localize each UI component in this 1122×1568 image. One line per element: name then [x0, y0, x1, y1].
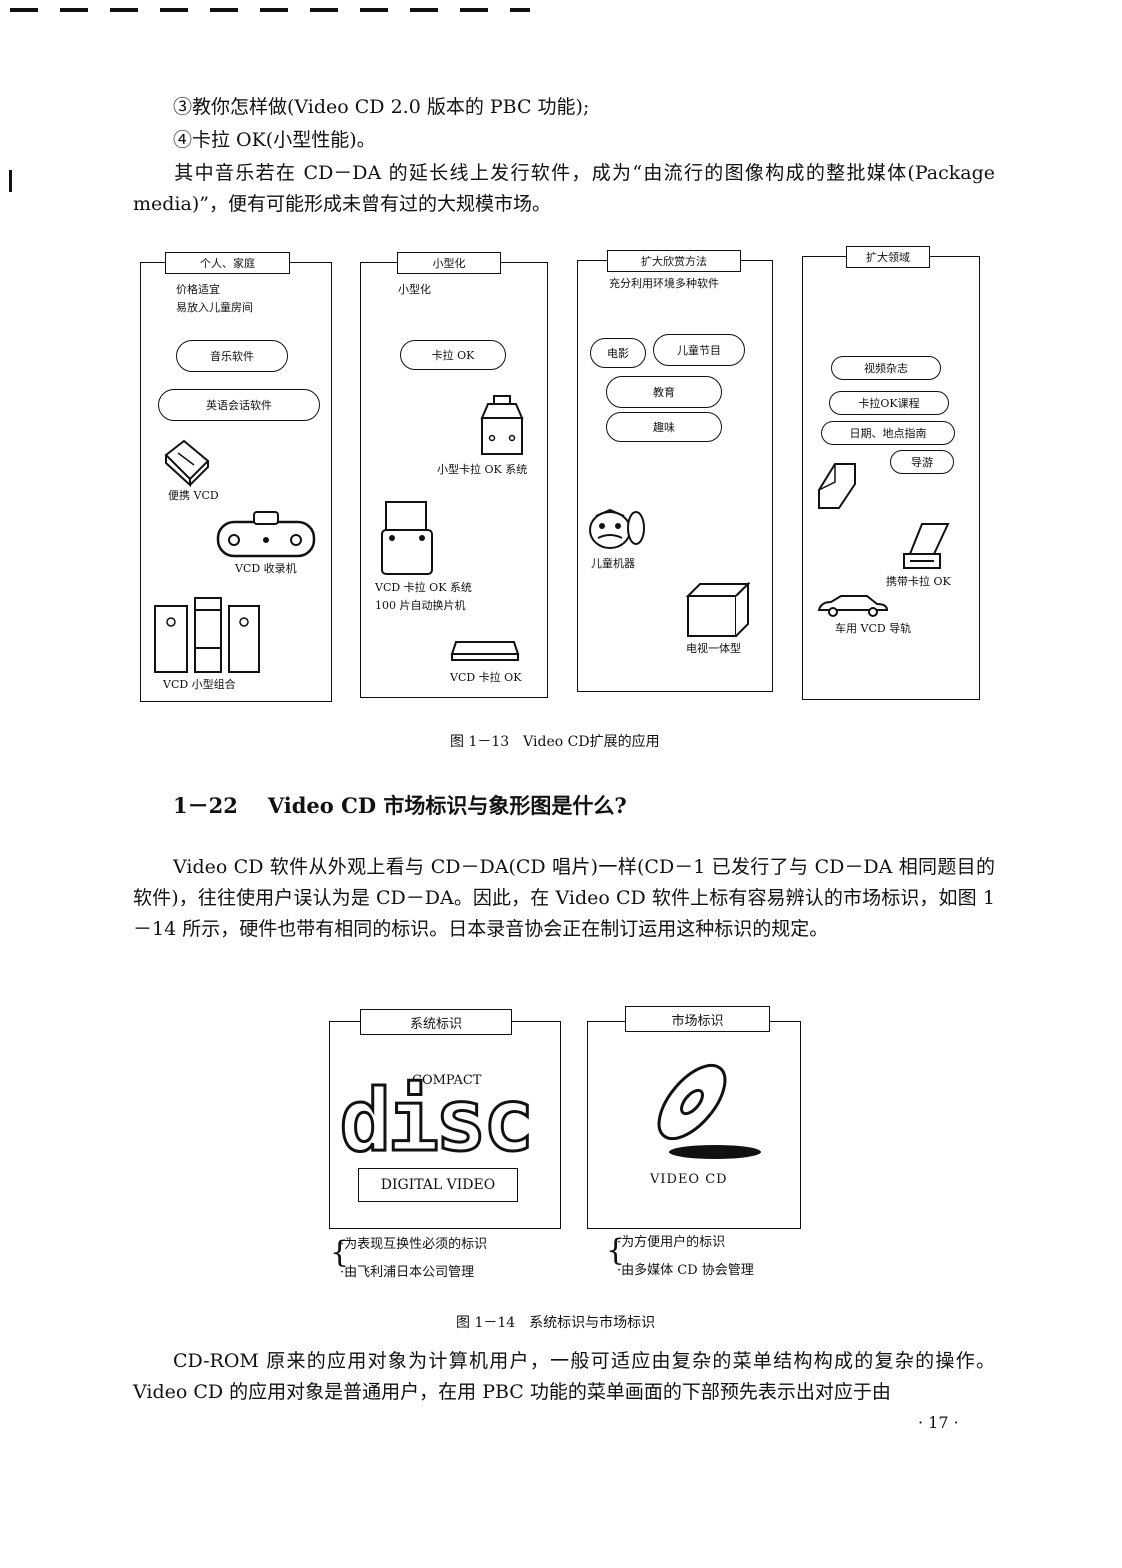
panel-tag: 扩大领域 — [846, 246, 930, 268]
item-label: VCD 卡拉 OK — [450, 671, 522, 684]
panel-tag: 扩大欣赏方法 — [607, 250, 741, 272]
paragraph-2: Video CD 软件从外观上看与 CD－DA(CD 唱片)一样(CD－1 已发… — [133, 852, 995, 945]
pill-music-software: 音乐软件 — [176, 340, 288, 372]
system-mark-tag: 系统标识 — [360, 1009, 512, 1035]
item-label: 小型卡拉 OK 系统 — [437, 463, 528, 476]
right-note: ·为方便用户的标识 — [617, 1235, 726, 1250]
section-heading: 1－22 Video CD 市场标识与象形图是什么? — [173, 790, 627, 820]
pill-karaoke-course: 卡拉OK课程 — [829, 391, 949, 415]
left-note: ·由飞利浦日本公司管理 — [340, 1265, 475, 1280]
mini-karaoke-icon — [480, 395, 524, 455]
section-title: Video CD 市场标识与象形图是什么? — [267, 793, 627, 818]
panel-line: 充分利用环境多种软件 — [609, 277, 719, 290]
item-label: 电视一体型 — [686, 642, 741, 655]
disc-logo-text: disc — [338, 1071, 536, 1171]
paragraph-2-text: Video CD 软件从外观上看与 CD－DA(CD 唱片)一样(CD－1 已发… — [133, 856, 995, 940]
item-label: 100 片自动换片机 — [375, 599, 466, 612]
list-item-3: ③教你怎样做(Video CD 2.0 版本的 PBC 功能); — [173, 96, 590, 118]
panel-tag: 个人、家庭 — [165, 252, 290, 274]
margin-mark — [9, 170, 12, 192]
pill-education: 教育 — [606, 376, 722, 408]
panel-line: 小型化 — [398, 283, 431, 296]
item-label: 携带卡拉 OK — [886, 575, 951, 588]
left-notes-brace: { — [330, 1235, 350, 1270]
panel-tag: 小型化 — [397, 252, 501, 274]
header-rule — [10, 8, 530, 12]
vcd-mini-component-icon — [154, 597, 260, 673]
market-mark-tag: 市场标识 — [625, 1006, 770, 1032]
pill-karaoke: 卡拉 OK — [400, 340, 506, 370]
pill-date-place-guide: 日期、地点指南 — [821, 421, 955, 445]
digital-video-label: DIGITAL VIDEO — [380, 1177, 496, 1193]
vcd-karaoke-system-icon — [381, 501, 433, 575]
panel-line: 易放入儿童房间 — [176, 301, 253, 314]
right-notes-brace: { — [606, 1233, 626, 1268]
video-cd-label: VIDEO CD — [650, 1172, 728, 1187]
video-cd-logo-icon — [657, 1063, 761, 1159]
paragraph-3-text: CD-ROM 原来的应用对象为计算机用户，一般可适应由复杂的菜单结构构成的复杂的… — [133, 1350, 995, 1403]
digital-video-box: DIGITAL VIDEO — [358, 1168, 518, 1202]
figure-14-caption: 图 1－14 系统标识与市场标识 — [456, 1315, 656, 1331]
paragraph-1: 其中音乐若在 CD－DA 的延长线上发行软件，成为“由流行的图像构成的整批媒体(… — [133, 158, 995, 220]
right-note: ·由多媒体 CD 协会管理 — [617, 1263, 754, 1278]
car-navigation-icon — [817, 595, 889, 617]
item-label: VCD 小型组合 — [163, 678, 236, 691]
list-item-4: ④卡拉 OK(小型性能)。 — [173, 129, 376, 151]
pill-hobby: 趣味 — [606, 412, 722, 442]
disc-logo: disc — [338, 1077, 536, 1166]
handheld-device-icon — [818, 463, 856, 509]
pill-tour-guide: 导游 — [890, 450, 954, 474]
compact-label: COMPACT — [412, 1073, 482, 1088]
figure-13-caption: 图 1－13 Video CD扩展的应用 — [450, 734, 660, 750]
left-note: ·为表现互换性必须的标识 — [340, 1237, 488, 1252]
tv-combo-icon — [685, 581, 751, 637]
panel-line: 价格适宜 — [176, 283, 220, 296]
portable-vcd-icon — [164, 439, 210, 488]
panel-miniaturize — [360, 262, 548, 698]
paragraph-1-text: 其中音乐若在 CD－DA 的延长线上发行软件，成为“由流行的图像构成的整批媒体(… — [133, 162, 995, 215]
item-label: 便携 VCD — [168, 489, 219, 502]
item-label: VCD 收录机 — [235, 562, 297, 575]
vcd-karaoke-deck-icon — [450, 641, 520, 661]
vcd-radio-icon — [216, 511, 316, 558]
portable-karaoke-icon — [903, 523, 950, 569]
pill-kids-program: 儿童节目 — [653, 334, 745, 366]
item-label: VCD 卡拉 OK 系统 — [375, 581, 472, 594]
page-number: · 17 · — [918, 1413, 959, 1432]
pill-video-magazine: 视频杂志 — [831, 356, 941, 380]
pill-movie: 电影 — [590, 338, 646, 368]
item-label: 车用 VCD 导轨 — [835, 622, 912, 635]
paragraph-3: CD-ROM 原来的应用对象为计算机用户，一般可适应由复杂的菜单结构构成的复杂的… — [133, 1346, 995, 1408]
section-number: 1－22 — [173, 793, 238, 818]
pill-english-software: 英语会话软件 — [158, 389, 320, 421]
kids-machine-icon — [589, 508, 645, 549]
item-label: 儿童机器 — [591, 557, 635, 570]
